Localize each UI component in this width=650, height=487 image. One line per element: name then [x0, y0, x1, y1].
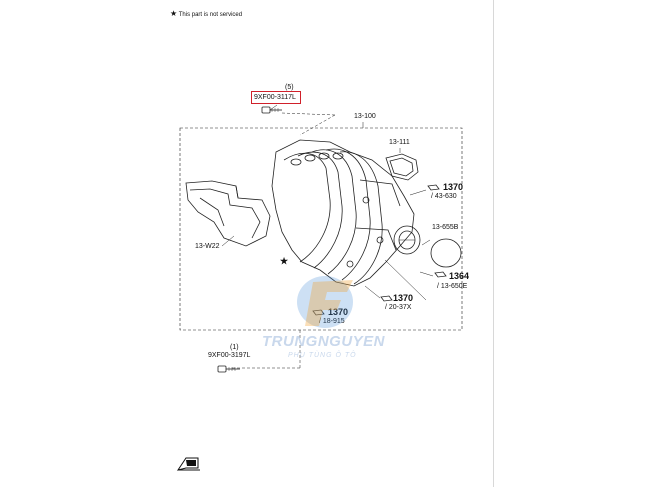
gasket-icon: [385, 153, 419, 181]
seal-1370-mid-icon: [380, 295, 393, 302]
ref-18-915-label: / 18-915: [319, 318, 345, 325]
note-text: This part is not serviced: [178, 12, 243, 18]
not-serviced-star: ★: [280, 256, 289, 266]
cover-part-label[interactable]: 13-655B: [432, 224, 459, 231]
front-arrow-icon: [176, 457, 200, 471]
gasket-part-label[interactable]: 13-111: [389, 139, 410, 146]
part-1370-top-label[interactable]: 1370: [443, 182, 464, 192]
seal-1370-top-icon: [427, 184, 440, 191]
watermark-subtitle: PHỤ TÙNG Ô TÔ: [288, 352, 357, 359]
part-1370-mid-label[interactable]: 1370: [393, 293, 414, 303]
bolt-bottom-icon: [217, 365, 240, 373]
manifold-part-label[interactable]: 13-100: [354, 113, 376, 120]
part-1364-label[interactable]: 1364: [449, 271, 470, 281]
part-1370-bot-label[interactable]: 1370: [328, 307, 349, 317]
watermark-brand: TRUNGNGUYEN: [262, 333, 386, 350]
seal-1370-bot-icon: [312, 309, 325, 316]
ref-20-37x-label: / 20-37X: [385, 304, 412, 311]
star-icon: ★: [170, 9, 178, 18]
not-serviced-note: ★ This part is not serviced: [170, 9, 242, 18]
assembly-frame: [179, 127, 463, 331]
diagram-sheet: [163, 0, 494, 487]
seal-1364-icon: [434, 271, 447, 278]
bolt-bottom-part-number[interactable]: 9XF00-3197L: [208, 352, 251, 359]
ref-43-630-label: / 43-630: [431, 193, 457, 200]
ref-13-650e-label: / 13-650E: [437, 283, 468, 290]
cover-icon: [430, 238, 462, 268]
highlight-box: [251, 91, 301, 104]
heat-shield-part-label[interactable]: 13-W22: [195, 243, 220, 250]
bolt-top-icon: [261, 106, 282, 114]
bolt-top-qty: (5): [285, 84, 294, 91]
bolt-top-part-number[interactable]: 9XF00-3117L: [254, 94, 296, 101]
intake-manifold-icon: [271, 139, 421, 287]
heat-shield-icon: [185, 180, 271, 247]
brand-logo-icon: [297, 276, 353, 328]
bolt-bottom-qty: (1): [230, 344, 239, 351]
